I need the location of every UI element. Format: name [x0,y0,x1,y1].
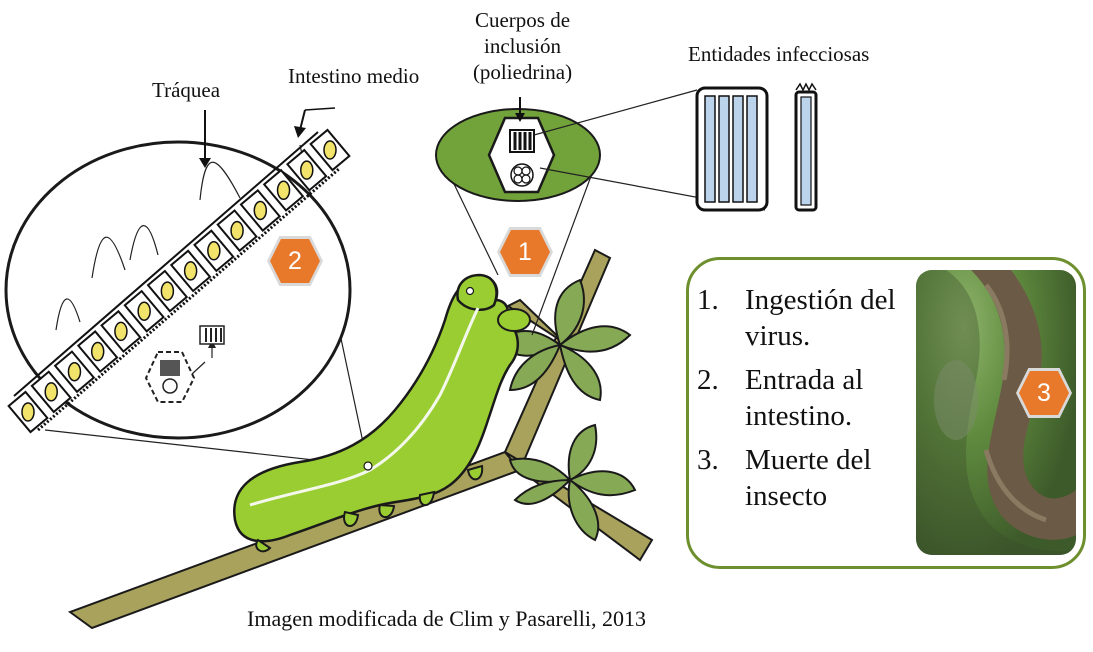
cell-nucleus [137,301,151,321]
badge-2: 2 [270,239,320,283]
virion-rod [732,95,744,203]
ingested-leaf [497,308,531,332]
cell-nucleus [230,220,244,241]
virion-rods [704,95,758,203]
cell-nucleus [160,281,175,301]
label-traquea: Tráquea [152,78,221,102]
larva [233,273,531,553]
leaf-cluster-upper [498,278,632,402]
polyhedron-small [144,351,196,403]
step-number: 1. [697,284,719,316]
virion-bundle-small [160,360,180,376]
cell-nucleus [67,361,82,382]
cell-nucleus [114,321,128,342]
badge-1: 1 [500,230,550,274]
inclusion-zoom [435,89,766,336]
midgut-zoom [4,107,352,440]
step-text-line2: intestino. [745,400,853,432]
cell-nucleus [90,341,105,362]
midgut-cells [7,128,351,434]
label-inclusion: inclusión [484,34,561,58]
caption: Imagen modificada de Clim y Pasarelli, 2… [247,606,646,631]
cell-nucleus [21,402,35,422]
trachea-tube [55,161,241,331]
intestine-arrow [299,109,306,131]
larva-eye [465,286,475,296]
infectious-entities [695,82,818,212]
step-item: 1. Ingestión del virus. [697,282,912,354]
step-text-line1: Entrada al [745,364,864,396]
larva-midline [249,307,480,507]
larva-head [456,273,498,311]
basal-membrane [13,131,319,397]
cell-nucleus [207,241,221,261]
step-text-line1: Ingestión del [745,284,896,316]
virion-rod [718,95,730,203]
polyhedron [487,116,556,194]
label-intestino-medio: Intestino medio [288,64,420,88]
midgut-point [363,461,373,471]
badge-3: 3 [1019,371,1069,415]
label-cuerpos-de: Cuerpos de [474,8,571,32]
virion-rod [746,95,758,203]
cell-nucleus [276,180,291,201]
step-number: 2. [697,364,719,396]
virion-tip [795,82,817,92]
cell-nucleus [44,382,58,402]
label-poliedrina: (poliedrina) [472,60,573,84]
step-number: 3. [697,444,719,476]
leaves [498,278,637,542]
cell-nucleus [300,160,314,180]
step-text-line2: insecto [745,480,828,512]
step-item: 2. Entrada al intestino. [697,362,912,434]
leaf-cluster-lower [508,423,637,542]
step-text-line1: Muerte del [745,444,872,476]
virion-rod [704,95,716,203]
step-text-line2: virus. [745,320,811,352]
larva-prolegs [255,464,484,553]
virion-cluster [510,163,534,187]
microvilli-edge [37,166,341,432]
trachea-arrowhead [199,158,211,168]
step-item: 3. Muerte del insecto [697,442,912,514]
label-entidades-infecciosas: Entidades infecciosas [688,42,870,66]
intestine-arrowhead [294,126,306,138]
cell-nucleus [323,140,337,160]
steps-list: 1. Ingestión del virus. 2. Entrada al in… [697,282,912,522]
cell-nucleus [253,200,268,221]
cell-nucleus [183,261,198,281]
